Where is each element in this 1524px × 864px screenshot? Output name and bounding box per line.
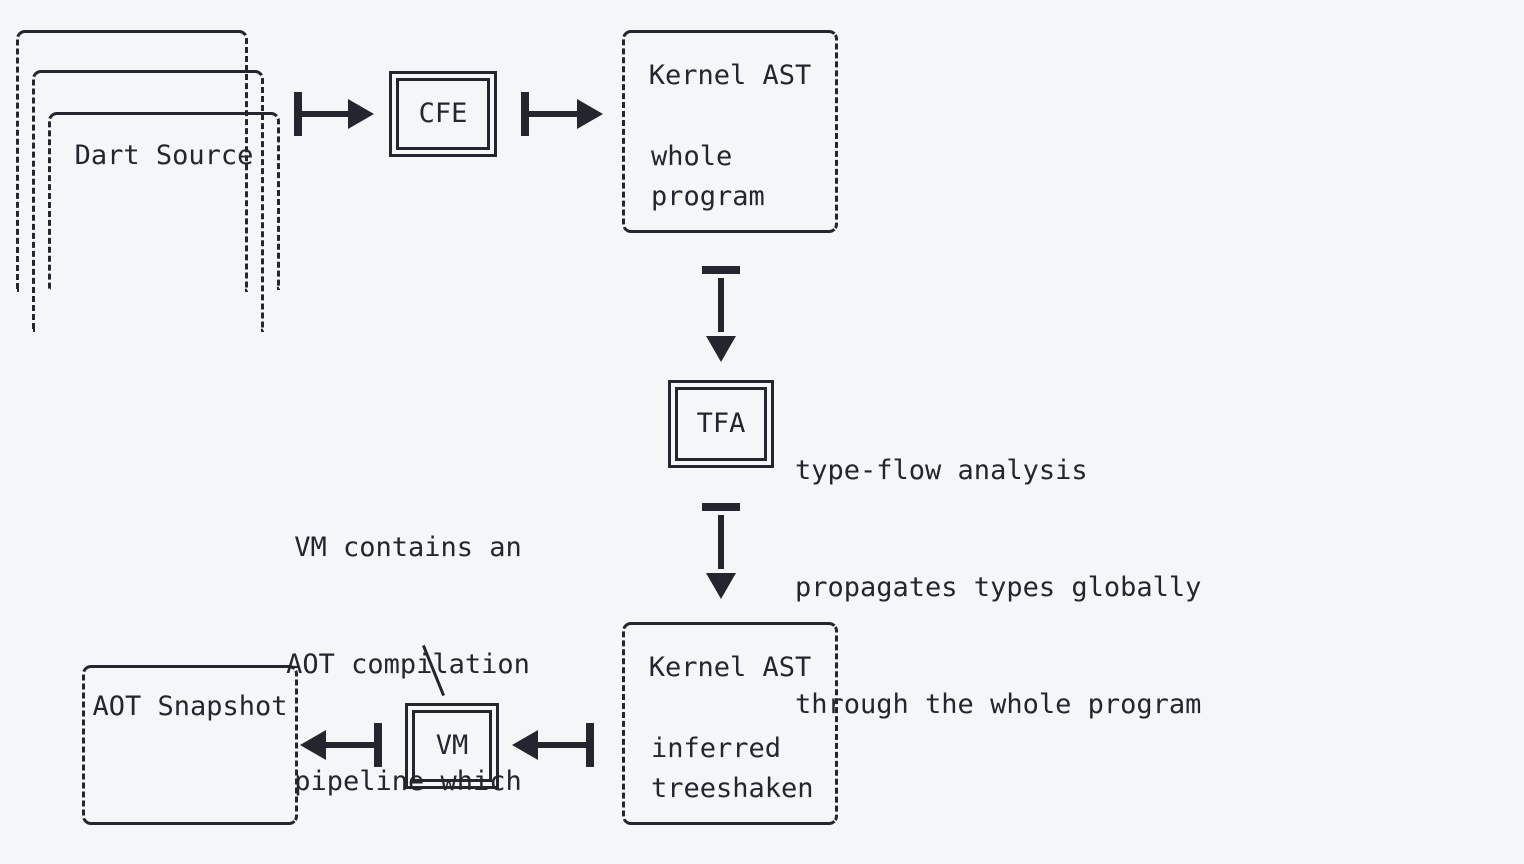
cfe-label: CFE — [418, 98, 468, 129]
arrow-tail-bar — [521, 92, 529, 136]
tfa-label: TFA — [696, 408, 746, 439]
arrow-kernel-ast-bottom-to-vm — [512, 723, 594, 767]
arrow-shaft — [302, 111, 352, 117]
aot-snapshot-label: AOT Snapshot — [92, 691, 288, 722]
kernel-ast-bottom-box: Kernel AST inferred treeshaken — [622, 622, 838, 825]
kernel-ast-top-sub-1: whole — [651, 141, 733, 172]
tfa-note: type-flow analysis propagates types glob… — [795, 373, 1201, 802]
vm-box: VM — [405, 703, 499, 789]
dart-source-stack-back — [16, 30, 248, 292]
tfa-note-line-1: type-flow analysis — [795, 455, 1088, 486]
arrow-head-left — [300, 730, 326, 760]
arrow-shaft — [324, 742, 374, 748]
arrow-vm-to-aot-snapshot — [300, 723, 382, 767]
arrow-shaft — [529, 111, 581, 117]
vm-note: VM contains an AOT compilation pipeline … — [280, 450, 536, 864]
kernel-ast-bottom-sub-1: inferred — [651, 733, 782, 764]
arrow-dart-source-to-cfe — [294, 92, 374, 136]
arrow-shaft — [718, 278, 724, 332]
dart-source-label: Dart Source — [74, 140, 254, 171]
arrow-tail-bar — [702, 266, 740, 274]
arrow-tail-bar — [586, 723, 594, 767]
kernel-ast-top-label: Kernel AST — [648, 60, 812, 91]
arrow-tfa-to-kernel-ast-bottom — [702, 503, 740, 601]
arrow-cfe-to-kernel-ast-top — [521, 92, 603, 136]
arrow-kernel-ast-top-to-tfa — [702, 266, 740, 364]
arrow-head-right — [577, 99, 603, 129]
arrow-head-down — [706, 573, 736, 599]
dart-source-stack-middle — [32, 70, 264, 332]
arrow-head-right — [348, 99, 374, 129]
vm-note-line-2: AOT compilation — [286, 649, 530, 680]
cfe-box: CFE — [389, 71, 497, 157]
tfa-note-line-3: through the whole program — [795, 689, 1202, 720]
arrow-head-down — [706, 336, 736, 362]
arrow-shaft — [718, 515, 724, 569]
tfa-note-line-2: propagates types globally — [795, 572, 1202, 603]
aot-snapshot-box: AOT Snapshot — [82, 665, 298, 825]
arrow-head-left — [512, 730, 538, 760]
tfa-box: TFA — [668, 380, 774, 468]
dart-source-front: Dart Source — [48, 112, 280, 290]
kernel-ast-bottom-sub-2: treeshaken — [651, 773, 814, 804]
vm-note-line-1: VM contains an — [294, 532, 522, 563]
kernel-ast-top-sub-2: program — [651, 181, 765, 212]
vm-label: VM — [435, 730, 469, 761]
kernel-ast-top-box: Kernel AST whole program — [622, 30, 838, 233]
vm-note-line-3: pipeline which — [294, 766, 522, 797]
kernel-ast-bottom-label: Kernel AST — [648, 652, 812, 683]
arrow-tail-bar — [374, 723, 382, 767]
arrow-tail-bar — [702, 503, 740, 511]
arrow-shaft — [536, 742, 586, 748]
arrow-tail-bar — [294, 92, 302, 136]
